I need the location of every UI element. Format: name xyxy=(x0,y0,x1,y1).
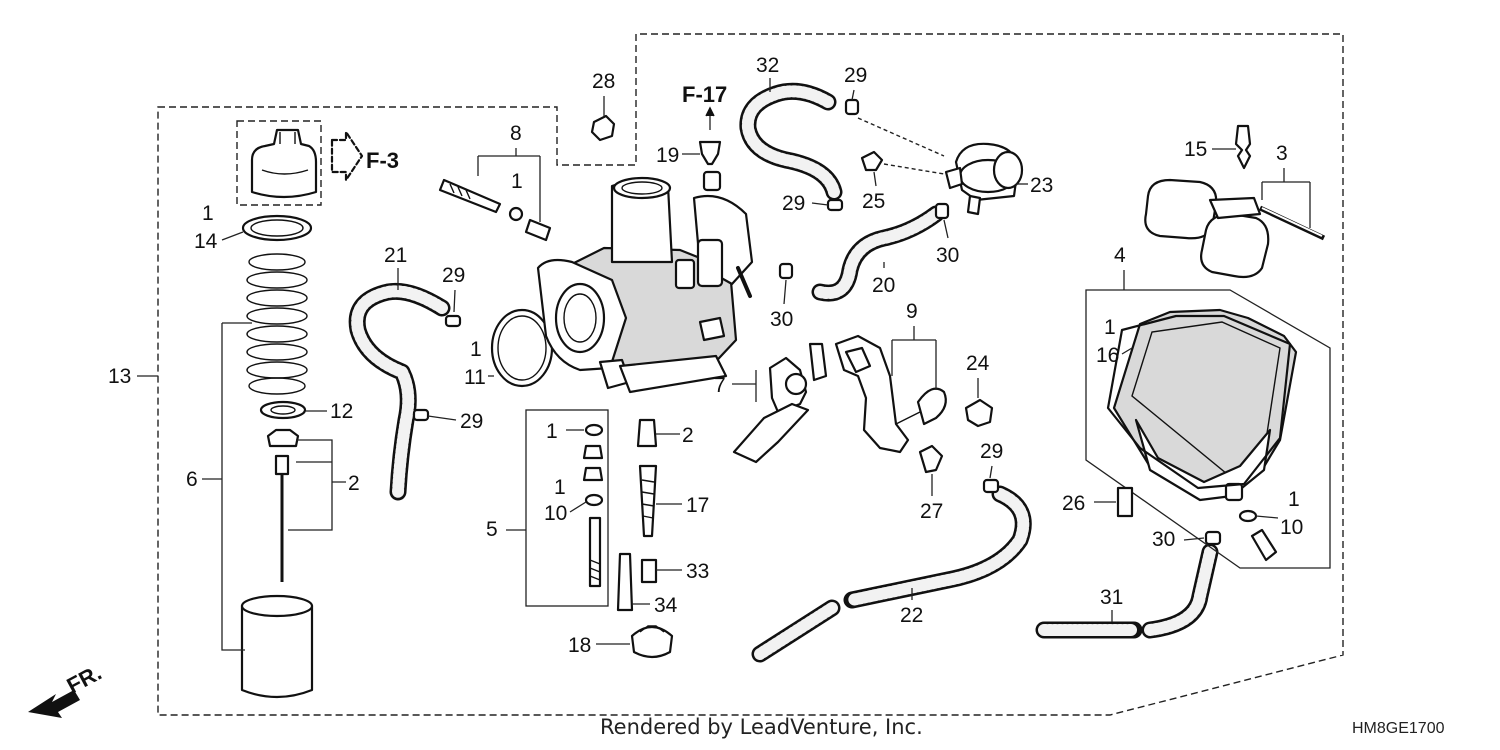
pilot-screw-set xyxy=(438,178,552,242)
carburetor-float xyxy=(1144,178,1326,279)
callout-30[interactable]: 30 xyxy=(936,244,959,267)
callout-19[interactable]: 19 xyxy=(656,144,679,167)
fuel-tube-20 xyxy=(811,205,945,302)
callout-24[interactable]: 24 xyxy=(966,352,990,375)
needle-clip-retainer xyxy=(266,428,300,448)
hose-clips xyxy=(412,98,1222,546)
callout-20[interactable]: 20 xyxy=(872,274,895,297)
air-cut-off-valve xyxy=(857,117,1024,216)
callout-2[interactable]: 2 xyxy=(348,472,360,495)
callout-22[interactable]: 22 xyxy=(900,604,923,627)
cap-reference-box xyxy=(236,120,322,206)
drain-tube-31 xyxy=(1035,543,1219,639)
callout-29[interactable]: 29 xyxy=(980,440,1003,463)
callout-23[interactable]: 23 xyxy=(1030,174,1053,197)
callout-5[interactable]: 5 xyxy=(486,518,498,541)
callout-7[interactable]: 7 xyxy=(714,374,726,397)
callout-13[interactable]: 13 xyxy=(108,365,131,388)
callout-2[interactable]: 2 xyxy=(682,424,694,447)
callout-1[interactable]: 1 xyxy=(1104,316,1116,339)
callout-3[interactable]: 3 xyxy=(1276,142,1288,165)
vent-joint xyxy=(698,140,722,166)
vent-tube-21 xyxy=(348,282,451,501)
drain-screw-nut xyxy=(590,114,616,142)
callout-30[interactable]: 30 xyxy=(1152,528,1175,551)
callout-10[interactable]: 10 xyxy=(544,502,567,525)
overflow-tube-32 xyxy=(739,82,843,201)
callout-29[interactable]: 29 xyxy=(782,192,805,215)
front-direction-marker: FR. xyxy=(28,660,106,718)
drain-tube-22 xyxy=(751,485,1032,663)
jet-kit-box xyxy=(525,409,609,607)
drain-screw-set xyxy=(1238,509,1278,562)
callout-1[interactable]: 1 xyxy=(554,476,566,499)
needle-jet xyxy=(638,464,658,538)
float-chamber xyxy=(1112,308,1298,502)
insulator-o-ring xyxy=(490,308,554,388)
callout-10[interactable]: 10 xyxy=(1280,516,1303,539)
callout-17[interactable]: 17 xyxy=(686,494,709,517)
needle-jet-holder xyxy=(636,418,658,448)
front-label: FR. xyxy=(63,660,106,699)
callout-12[interactable]: 12 xyxy=(330,400,353,423)
callout-1[interactable]: 1 xyxy=(511,170,523,193)
callout-16[interactable]: 16 xyxy=(1096,344,1119,367)
diagram-code: HM8GE1700 xyxy=(1352,720,1445,737)
callout-34[interactable]: 34 xyxy=(654,594,678,617)
callout-25[interactable]: 25 xyxy=(862,190,885,213)
throttle-valve-spring xyxy=(246,253,308,395)
callout-1[interactable]: 1 xyxy=(202,202,214,225)
callout-27[interactable]: 27 xyxy=(920,500,943,523)
main-jet xyxy=(640,558,658,584)
callout-21[interactable]: 21 xyxy=(384,244,407,267)
callout-4[interactable]: 4 xyxy=(1114,244,1126,267)
float-valve xyxy=(1234,124,1252,170)
float-chamber-screw-26 xyxy=(1116,486,1134,518)
float-chamber-gasket xyxy=(1106,314,1292,490)
callout-33[interactable]: 33 xyxy=(686,560,709,583)
carburetor-top-cap xyxy=(250,128,318,199)
callout-31[interactable]: 31 xyxy=(1100,586,1123,609)
assembly-boundary xyxy=(157,33,1344,716)
spring-seat xyxy=(259,400,307,420)
callout-29[interactable]: 29 xyxy=(460,410,483,433)
slow-jet xyxy=(616,552,634,612)
callout-1[interactable]: 1 xyxy=(1288,488,1300,511)
callout-1[interactable]: 1 xyxy=(470,338,482,361)
callout-28[interactable]: 28 xyxy=(592,70,615,93)
callout-18[interactable]: 18 xyxy=(568,634,591,657)
cable-bracket xyxy=(834,334,947,454)
air-cut-valve-screw xyxy=(860,150,884,172)
render-credit: Rendered by LeadVenture, Inc. xyxy=(600,715,923,739)
callout-29[interactable]: 29 xyxy=(442,264,465,287)
callout-8[interactable]: 8 xyxy=(510,122,522,145)
callout-26[interactable]: 26 xyxy=(1062,492,1085,515)
callout-14[interactable]: 14 xyxy=(194,230,218,253)
drain-plug-18 xyxy=(630,625,674,659)
throttle-drum-lever xyxy=(732,342,828,464)
throttle-valve xyxy=(240,594,314,699)
callout-9[interactable]: 9 xyxy=(906,300,918,323)
ref-label-f17[interactable]: F-17 xyxy=(682,82,727,107)
callout-15[interactable]: 15 xyxy=(1184,138,1207,161)
jet-needle-clip xyxy=(274,454,290,476)
callout-29[interactable]: 29 xyxy=(844,64,867,87)
jet-kit-parts xyxy=(582,423,604,588)
ref-label-f3[interactable]: F-3 xyxy=(366,148,399,173)
f3-reference-arrow: F-3 xyxy=(330,130,399,182)
bracket-screw-24 xyxy=(964,398,994,428)
bracket-screw-27 xyxy=(918,444,944,474)
carburetor-body xyxy=(536,170,754,394)
callout-30[interactable]: 30 xyxy=(770,308,793,331)
callout-32[interactable]: 32 xyxy=(756,54,779,77)
callout-6[interactable]: 6 xyxy=(186,468,198,491)
callout-11[interactable]: 11 xyxy=(464,366,486,389)
callout-1[interactable]: 1 xyxy=(546,420,558,443)
